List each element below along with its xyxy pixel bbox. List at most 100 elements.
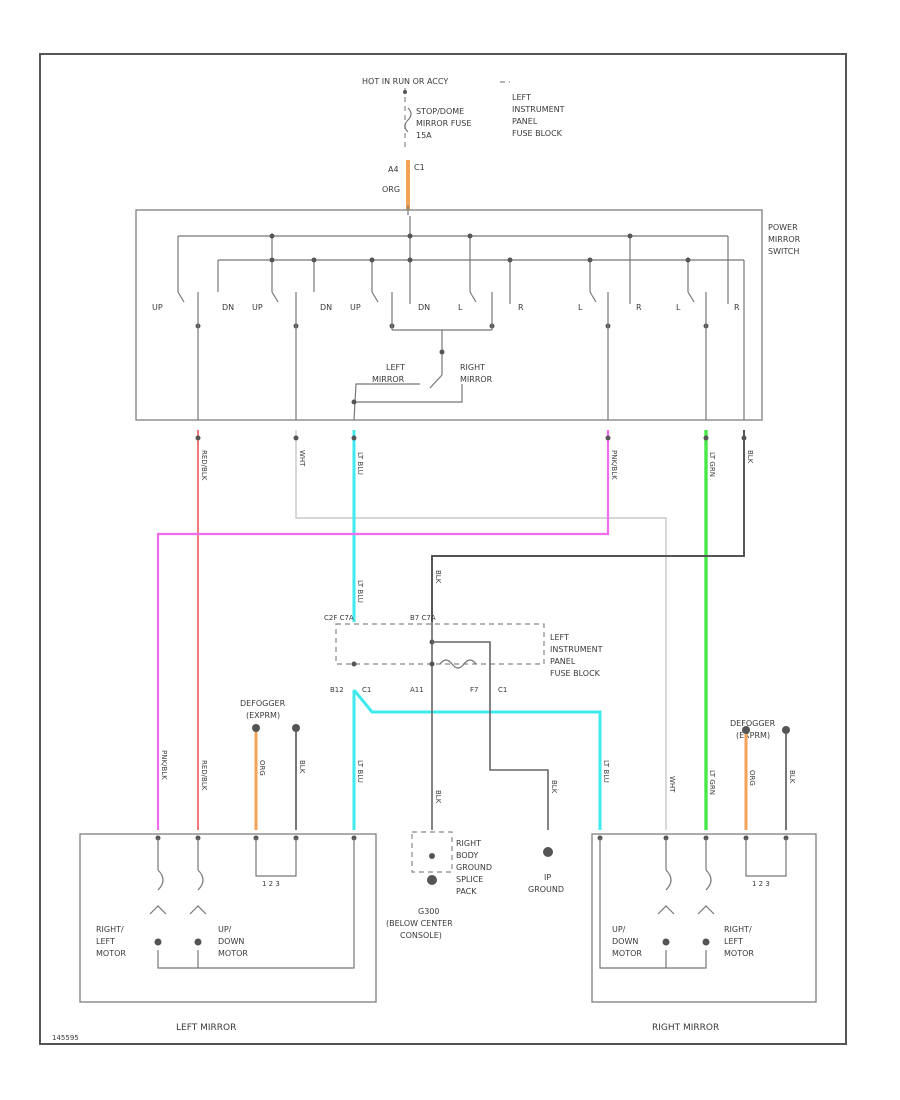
left-motor1-3: MOTOR <box>96 949 126 958</box>
switch-label-3: SWITCH <box>768 247 799 256</box>
wire-label-lt-blu-2: LT BLU <box>356 580 364 603</box>
left-motor1-2: LEFT <box>96 937 115 946</box>
wire-label-wht-2: WHT <box>668 776 676 793</box>
switch-label-2: MIRROR <box>768 235 801 244</box>
g300-label: G300 <box>418 907 439 916</box>
wire-label-blk: BLK <box>746 450 754 464</box>
right-motor1-1: UP/ <box>612 925 626 934</box>
splice-block-2: INSTRUMENT <box>550 645 603 654</box>
left-mirror-sel-2: MIRROR <box>372 375 405 384</box>
wire-label-lt-grn-2: LT GRN <box>708 770 716 795</box>
fuse-block-line2: INSTRUMENT <box>512 105 565 114</box>
wire-label-lt-grn: LT GRN <box>708 452 716 477</box>
left-heater-label: 1 2 3 <box>262 880 280 888</box>
splice-pack-2: BODY <box>456 851 478 860</box>
right-mirror-sel-1: RIGHT <box>460 363 485 372</box>
wire-org-top: ORG <box>382 185 400 194</box>
contact-dn-1: DN <box>222 303 234 312</box>
wire-label-blk-4: BLK <box>550 780 558 794</box>
g300-note-1: (BELOW CENTER <box>386 919 453 928</box>
contact-r-2: R <box>636 303 642 312</box>
ip-ground-1: IP <box>544 873 551 882</box>
splice-c2: B7 C7A <box>410 614 436 622</box>
wire-label-red-blk-2: RED/BLK <box>200 760 208 791</box>
contact-up-2: UP <box>252 303 263 312</box>
splice-block-1: LEFT <box>550 633 569 642</box>
fuse-block-line4: FUSE BLOCK <box>512 129 563 138</box>
contact-l-3: L <box>676 303 681 312</box>
fuse-line2: MIRROR FUSE <box>416 119 471 128</box>
footer-code: 145595 <box>52 1034 79 1042</box>
contact-up-1: UP <box>152 303 163 312</box>
splice-pack-4: SPLICE <box>456 875 483 884</box>
left-defogger-1: DEFOGGER <box>240 699 286 708</box>
right-mirror: 1 2 3 UP/ DOWN MOTOR RIGHT/ LEFT MOTOR R… <box>591 833 817 1033</box>
wire-label-blk-2: BLK <box>434 570 442 584</box>
left-motor1-1: RIGHT/ <box>96 925 124 934</box>
left-motor2-1: UP/ <box>218 925 232 934</box>
left-motor2-2: DOWN <box>218 937 244 946</box>
splice-c1c: C1 <box>498 686 507 694</box>
splice-pack-5: PACK <box>456 887 477 896</box>
ip-ground-2: GROUND <box>528 885 564 894</box>
right-defogger-2: (EXPRM) <box>736 731 770 740</box>
g300-note-2: CONSOLE) <box>400 931 442 940</box>
right-motor2-3: MOTOR <box>724 949 754 958</box>
right-mirror-sel-2: MIRROR <box>460 375 493 384</box>
fuse-line3: 15A <box>416 131 432 140</box>
fuse-block-line1: LEFT <box>512 93 531 102</box>
wire-label-blk-3: BLK <box>434 790 442 804</box>
wire-harness: RED/BLK RED/BLK WHT WHT LT BLU LT BLU LT… <box>156 430 754 830</box>
lt-blu-wire-right <box>352 689 602 830</box>
fuse-line1: STOP/DOME <box>416 107 464 116</box>
contact-dn-2: DN <box>320 303 332 312</box>
splice-a11: A11 <box>410 686 424 694</box>
splice-c1b: C1 <box>362 686 371 694</box>
contact-l-2: L <box>578 303 583 312</box>
wire-label-lt-blu-4: LT BLU <box>602 760 610 783</box>
power-mirror-switch: POWER MIRROR SWITCH UP DN UP <box>135 209 801 421</box>
left-defogger: DEFOGGER (EXPRM) ORG BLK <box>240 699 306 830</box>
wire-label-pnk-blk: PNK/BLK <box>610 450 618 480</box>
pin-a4: A4 <box>388 165 399 174</box>
left-mirror-title: LEFT MIRROR <box>176 1023 236 1033</box>
wire-label-wht: WHT <box>298 450 306 467</box>
right-motor1-3: MOTOR <box>612 949 642 958</box>
wire-label-pnk-blk-2: PNK/BLK <box>160 750 168 780</box>
wire-label-org-left: ORG <box>258 760 266 776</box>
g300-ground-icon <box>427 875 437 885</box>
splice-f7: F7 <box>470 686 478 694</box>
right-heater-label: 1 2 3 <box>752 880 770 888</box>
ip-ground-icon <box>543 847 553 857</box>
right-motor2-1: RIGHT/ <box>724 925 752 934</box>
contact-r-1: R <box>518 303 524 312</box>
splice-block-4: FUSE BLOCK <box>550 669 601 678</box>
left-motor2-3: MOTOR <box>218 949 248 958</box>
right-mirror-title: RIGHT MIRROR <box>652 1023 719 1033</box>
splice-b12: B12 <box>330 686 344 694</box>
contact-r-3: R <box>734 303 740 312</box>
wire-label-red-blk: RED/BLK <box>200 450 208 481</box>
contact-up-3: UP <box>350 303 361 312</box>
contact-dn-3: DN <box>418 303 430 312</box>
power-feed: HOT IN RUN OR ACCY STOP/DOME MIRROR FUSE… <box>362 77 565 215</box>
splice-pack-3: GROUND <box>456 863 492 872</box>
wire-label-blk-left: BLK <box>298 760 306 774</box>
switch-label-1: POWER <box>768 223 798 232</box>
outer-frame <box>39 53 847 1045</box>
left-mirror: 1 2 3 RIGHT/ LEFT MOTOR UP/ DOWN MOTOR L… <box>79 833 377 1033</box>
left-mirror-sel-1: LEFT <box>386 363 405 372</box>
pnk-blk-wire <box>156 430 610 830</box>
splice-pack-1: RIGHT <box>456 839 481 848</box>
right-defogger: DEFOGGER (EXPRM) ORG BLK <box>730 719 796 830</box>
right-motor1-2: DOWN <box>612 937 638 946</box>
wht-wire <box>295 430 667 830</box>
blk-wire-switch <box>431 430 745 622</box>
hot-label: HOT IN RUN OR ACCY <box>362 77 448 86</box>
splice-c1: C2F C7A <box>324 614 354 622</box>
wire-label-org-right: ORG <box>748 770 756 786</box>
fuse-block-line3: PANEL <box>512 117 538 126</box>
conn-c1-top: C1 <box>414 163 425 172</box>
splice-block-3: PANEL <box>550 657 576 666</box>
